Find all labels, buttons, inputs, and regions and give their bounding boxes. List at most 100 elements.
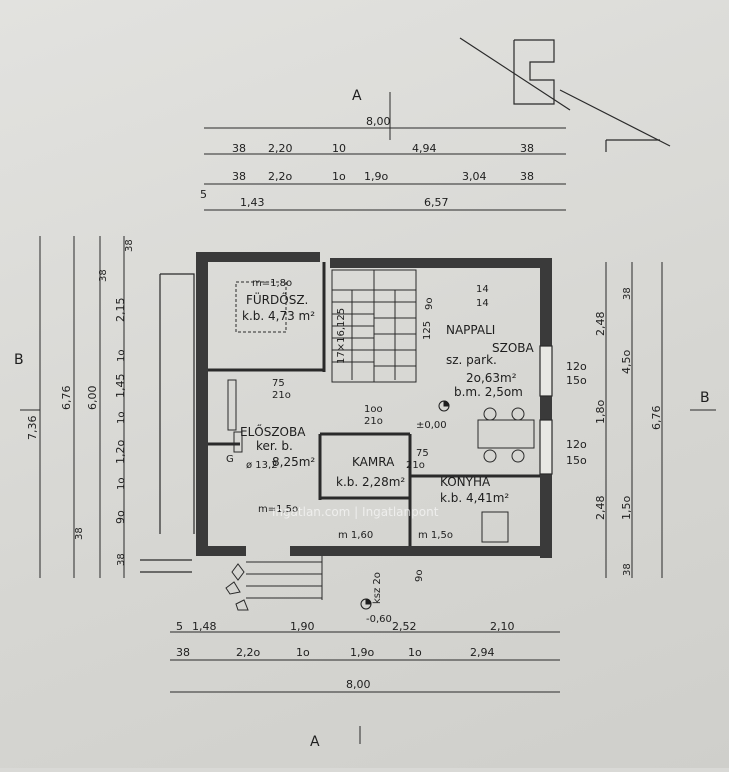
living-floor: sz. park. <box>446 353 497 367</box>
bottom-dim-r1-2: 1,48 <box>192 620 217 633</box>
g-label: G <box>226 454 234 465</box>
top-dim-r3-5: 3,04 <box>462 170 487 183</box>
top-dim-r2-4: 4,94 <box>412 142 437 155</box>
entry-steps <box>225 556 323 611</box>
hall-floor: ker. b. <box>256 439 293 453</box>
section-b-left: B <box>14 352 24 368</box>
bottom-dim-r1-3: 1,90 <box>290 620 315 633</box>
living-bm: b.m. 2,5om <box>454 385 523 399</box>
door-m160: m 1,60 <box>338 530 373 541</box>
top-dim-r3-3: 1o <box>332 170 346 183</box>
door-m150b: m=1,5o <box>258 504 298 515</box>
top-dim-r4-3: 6,57 <box>424 196 449 209</box>
top-dim-r2-3: 10 <box>332 142 346 155</box>
dining-table <box>227 281 535 543</box>
left-dim-i2-8: 9o <box>114 510 127 524</box>
outer-walls <box>196 252 552 558</box>
watermark: ingatlan.com | Ingatlanpont <box>272 505 439 519</box>
stair-dims: 9o <box>414 570 425 582</box>
pantry-area: k.b. 2,28m² <box>336 475 405 489</box>
left-dim-i2-1: 38 <box>124 239 135 252</box>
left-dim-i2-4: 1,45 <box>114 374 127 399</box>
left-dim-outer: 7,36 <box>26 416 39 441</box>
right-dim-c2-1: 38 <box>622 287 633 300</box>
diam-note: ø 13,2 <box>246 460 278 471</box>
bathroom-area: k.b. 4,73 m² <box>242 309 315 323</box>
door-75b: 75 <box>416 448 429 459</box>
stair-steps-note: 17×16,125 <box>336 308 347 364</box>
kitchen-name: KONYHA <box>440 475 491 489</box>
left-dim-i2-7: 1o <box>116 478 127 490</box>
level-marker-icon <box>360 400 450 610</box>
top-dim-r2-1: 38 <box>232 142 246 155</box>
living-area: 2o,63m² <box>466 371 517 385</box>
right-dim-win-1: 12o <box>566 360 587 373</box>
door-100: 1oo <box>364 404 383 415</box>
ksz-note: ksz 2o <box>372 572 383 604</box>
bottom-dim-r2-3: 1o <box>296 646 310 659</box>
section-a-top: A <box>352 88 362 104</box>
door-210c: 21o <box>406 460 425 471</box>
staircase <box>331 269 417 383</box>
dimension-lines <box>20 92 716 744</box>
right-dim-c2-4: 38 <box>622 563 633 576</box>
section-b-right: B <box>700 390 710 406</box>
top-dim-r3-2: 2,2o <box>268 170 292 183</box>
door-75: 75 <box>272 378 285 389</box>
bottom-dim-total: 8,00 <box>346 678 371 691</box>
top-dim-r4-1: 5 <box>200 188 207 201</box>
right-windows <box>539 345 553 475</box>
right-dim-win-2: 15o <box>566 374 587 387</box>
stair-top-1: 14 <box>476 284 489 295</box>
bottom-dim-r2-5: 1o <box>408 646 422 659</box>
bottom-dim-r1-1: 5 <box>176 620 183 633</box>
living-name-2: SZOBA <box>492 341 535 355</box>
door-90: 9o <box>424 298 435 310</box>
bath-m180: m=1,8o <box>252 278 292 289</box>
top-dim-r3-1: 38 <box>232 170 246 183</box>
left-dim-i2-11: 38 <box>98 269 109 282</box>
stair-top-2: 14 <box>476 298 489 309</box>
left-dim-i2-10: 38 <box>74 527 85 540</box>
door-m150: m 1,5o <box>418 530 453 541</box>
left-dim-i2-6: 1,2o <box>114 440 127 464</box>
bottom-dim-r2-2: 2,2o <box>236 646 260 659</box>
living-name-1: NAPPALI <box>446 323 495 337</box>
left-terrace <box>140 273 195 573</box>
bottom-dim-r2-1: 38 <box>176 646 190 659</box>
left-dim-i2-5: 1o <box>116 412 127 424</box>
entry-level: -0,60 <box>366 614 392 625</box>
bottom-dim-r2-4: 1,9o <box>350 646 374 659</box>
hall-name: ELŐSZOBA <box>240 424 306 439</box>
steps-count: 125 <box>422 321 433 340</box>
right-dim-c1-1: 2,48 <box>594 312 607 337</box>
section-a-bottom: A <box>310 734 320 750</box>
left-dim-i2-2: 2,15 <box>114 298 127 323</box>
left-dim-mid: 6,76 <box>60 386 73 411</box>
top-dim-r3-4: 1,9o <box>364 170 388 183</box>
hall-area: 8,25m² <box>272 455 315 469</box>
right-dim-win-3: 12o <box>566 438 587 451</box>
right-dim-c1-3: 2,48 <box>594 496 607 521</box>
top-dim-r2-5: 38 <box>520 142 534 155</box>
pantry-name: KAMRA <box>352 455 395 469</box>
exterior-stair-detail <box>459 37 671 152</box>
right-dim-win-4: 15o <box>566 454 587 467</box>
bottom-dim-r1-5: 2,10 <box>490 620 515 633</box>
door-210b: 21o <box>364 416 383 427</box>
top-dim-r4-2: 1,43 <box>240 196 265 209</box>
inner-walls <box>208 262 540 546</box>
bottom-dim-r2-6: 2,94 <box>470 646 495 659</box>
top-dim-total: 8,00 <box>366 115 391 128</box>
top-dim-r3-6: 38 <box>520 170 534 183</box>
right-dim-c1-2: 1,8o <box>594 400 607 424</box>
level-zero: ±0,00 <box>416 420 447 431</box>
top-dim-r2-2: 2,20 <box>268 142 293 155</box>
kitchen-area: k.b. 4,41m² <box>440 491 509 505</box>
left-dim-i2-3: 1o <box>116 350 127 362</box>
door-210a: 21o <box>272 390 291 401</box>
left-dim-inner1: 6,00 <box>86 386 99 411</box>
right-dim-c2-2: 4,5o <box>620 350 633 374</box>
